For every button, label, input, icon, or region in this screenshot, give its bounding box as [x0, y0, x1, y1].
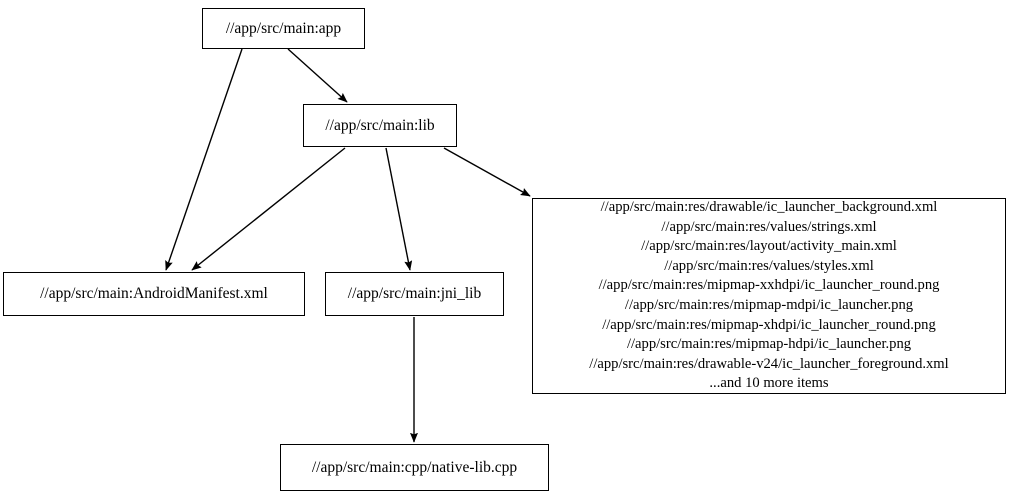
graph-edge-app-to-manifest — [165, 48, 243, 271]
graph-edge-lib-to-manifest — [191, 147, 346, 271]
graph-node-resources[interactable]: //app/src/main:res/drawable/ic_launcher_… — [532, 198, 1006, 394]
graph-node-app[interactable]: //app/src/main:app — [202, 8, 365, 49]
graph-node-label-jni_lib: //app/src/main:jni_lib — [347, 285, 482, 303]
graph-edge-lib-to-resources — [443, 147, 531, 197]
graph-node-manifest[interactable]: //app/src/main:AndroidManifest.xml — [3, 272, 305, 316]
graph-node-lib[interactable]: //app/src/main:lib — [303, 104, 457, 147]
graph-node-label-manifest: //app/src/main:AndroidManifest.xml — [40, 285, 268, 303]
graph-node-native_lib[interactable]: //app/src/main:cpp/native-lib.cpp — [280, 444, 549, 491]
graph-edge-lib-to-jni-lib — [385, 147, 413, 271]
graph-node-label-native_lib: //app/src/main:cpp/native-lib.cpp — [311, 458, 518, 476]
graph-edge-app-to-lib — [287, 48, 348, 103]
graph-node-label-lib: //app/src/main:lib — [325, 116, 435, 134]
graph-node-label-resources: //app/src/main:res/drawable/ic_launcher_… — [589, 199, 949, 392]
graph-node-jni_lib[interactable]: //app/src/main:jni_lib — [325, 272, 504, 316]
graph-node-label-app: //app/src/main:app — [225, 19, 342, 37]
